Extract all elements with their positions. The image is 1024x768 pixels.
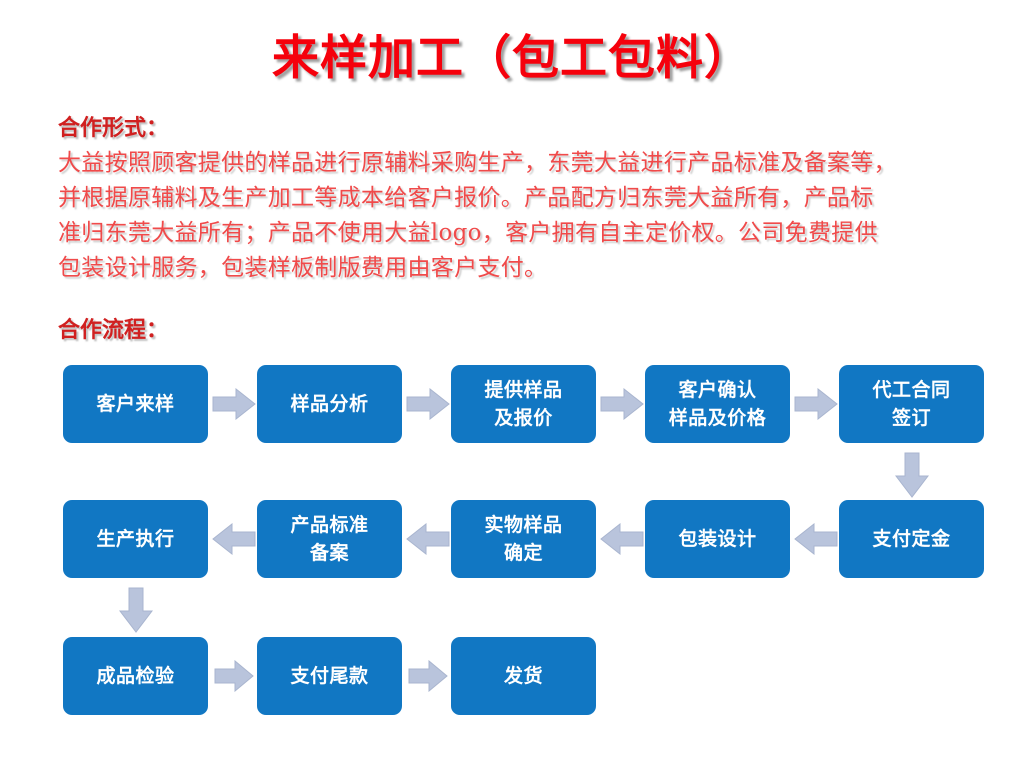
flow-box-label: 发货 [503,665,543,687]
cooperation-flow-heading: 合作流程： [58,317,169,343]
flow-box-row1-step2[interactable]: 样品分析 [257,365,402,443]
flow-box-label: 成品检验 [96,665,175,687]
flow-box-row1-step4[interactable]: 客户确认 样品及价格 [645,365,790,443]
cooperation-form-paragraph: 大益按照顾客提供的样品进行原辅料采购生产，东莞大益进行产品标准及备案等， 并根据… [58,146,988,286]
arrow-left-row2-1 [212,523,256,555]
flow-box-label: 生产执行 [96,528,175,550]
paragraph-line-1: 大益按照顾客提供的样品进行原辅料采购生产，东莞大益进行产品标准及备案等， [58,150,897,176]
arrow-right-row3-1 [214,660,254,692]
flow-box-row2-step2[interactable]: 产品标准 备案 [257,500,402,578]
flow-box-label: 客户来样 [96,393,175,415]
arrow-left-row2-3 [600,523,644,555]
arrow-left-row2-4 [794,523,838,555]
flow-box-label: 包装设计 [678,528,757,550]
flow-box-label: 客户确认 样品及价格 [668,379,767,429]
arrow-right-row1-4 [794,388,838,420]
arrow-down-row2-to-row3 [119,587,153,633]
flow-box-row3-step3[interactable]: 发货 [451,637,596,715]
arrow-down-row1-to-row2 [895,452,929,498]
flow-box-row1-step1[interactable]: 客户来样 [63,365,208,443]
paragraph-line-2: 并根据原辅料及生产加工等成本给客户报价。产品配方归东莞大益所有，产品标 [58,185,874,211]
flow-box-row1-step5[interactable]: 代工合同 签订 [839,365,984,443]
flow-box-label: 产品标准 备案 [290,514,369,564]
flow-box-label: 支付定金 [872,528,951,550]
flow-box-label: 样品分析 [290,393,369,415]
flow-box-label: 提供样品 及报价 [484,379,563,429]
flow-box-row2-step3[interactable]: 实物样品 确定 [451,500,596,578]
paragraph-line-3: 准归东莞大益所有；产品不使用大益logo，客户拥有自主定价权。公司免费提供 [58,220,878,246]
arrow-right-row1-2 [406,388,450,420]
arrow-left-row2-2 [406,523,450,555]
flow-box-label: 实物样品 确定 [484,514,563,564]
page-title: 来样加工（包工包料） [272,30,752,86]
title-banner: 来样加工（包工包料） [0,18,1024,88]
arrow-right-row1-1 [212,388,256,420]
flow-box-row2-step4[interactable]: 包装设计 [645,500,790,578]
flow-box-row1-step3[interactable]: 提供样品 及报价 [451,365,596,443]
arrow-right-row3-2 [408,660,448,692]
arrow-right-row1-3 [600,388,644,420]
flow-box-label: 支付尾款 [290,665,369,687]
flow-box-row3-step2[interactable]: 支付尾款 [257,637,402,715]
flow-box-label: 代工合同 签订 [872,379,951,429]
cooperation-form-heading: 合作形式： [58,115,169,141]
flow-box-row2-step1[interactable]: 生产执行 [63,500,208,578]
flow-box-row3-step1[interactable]: 成品检验 [63,637,208,715]
paragraph-line-4: 包装设计服务，包装样板制版费用由客户支付。 [58,255,548,281]
flow-box-row2-step5[interactable]: 支付定金 [839,500,984,578]
